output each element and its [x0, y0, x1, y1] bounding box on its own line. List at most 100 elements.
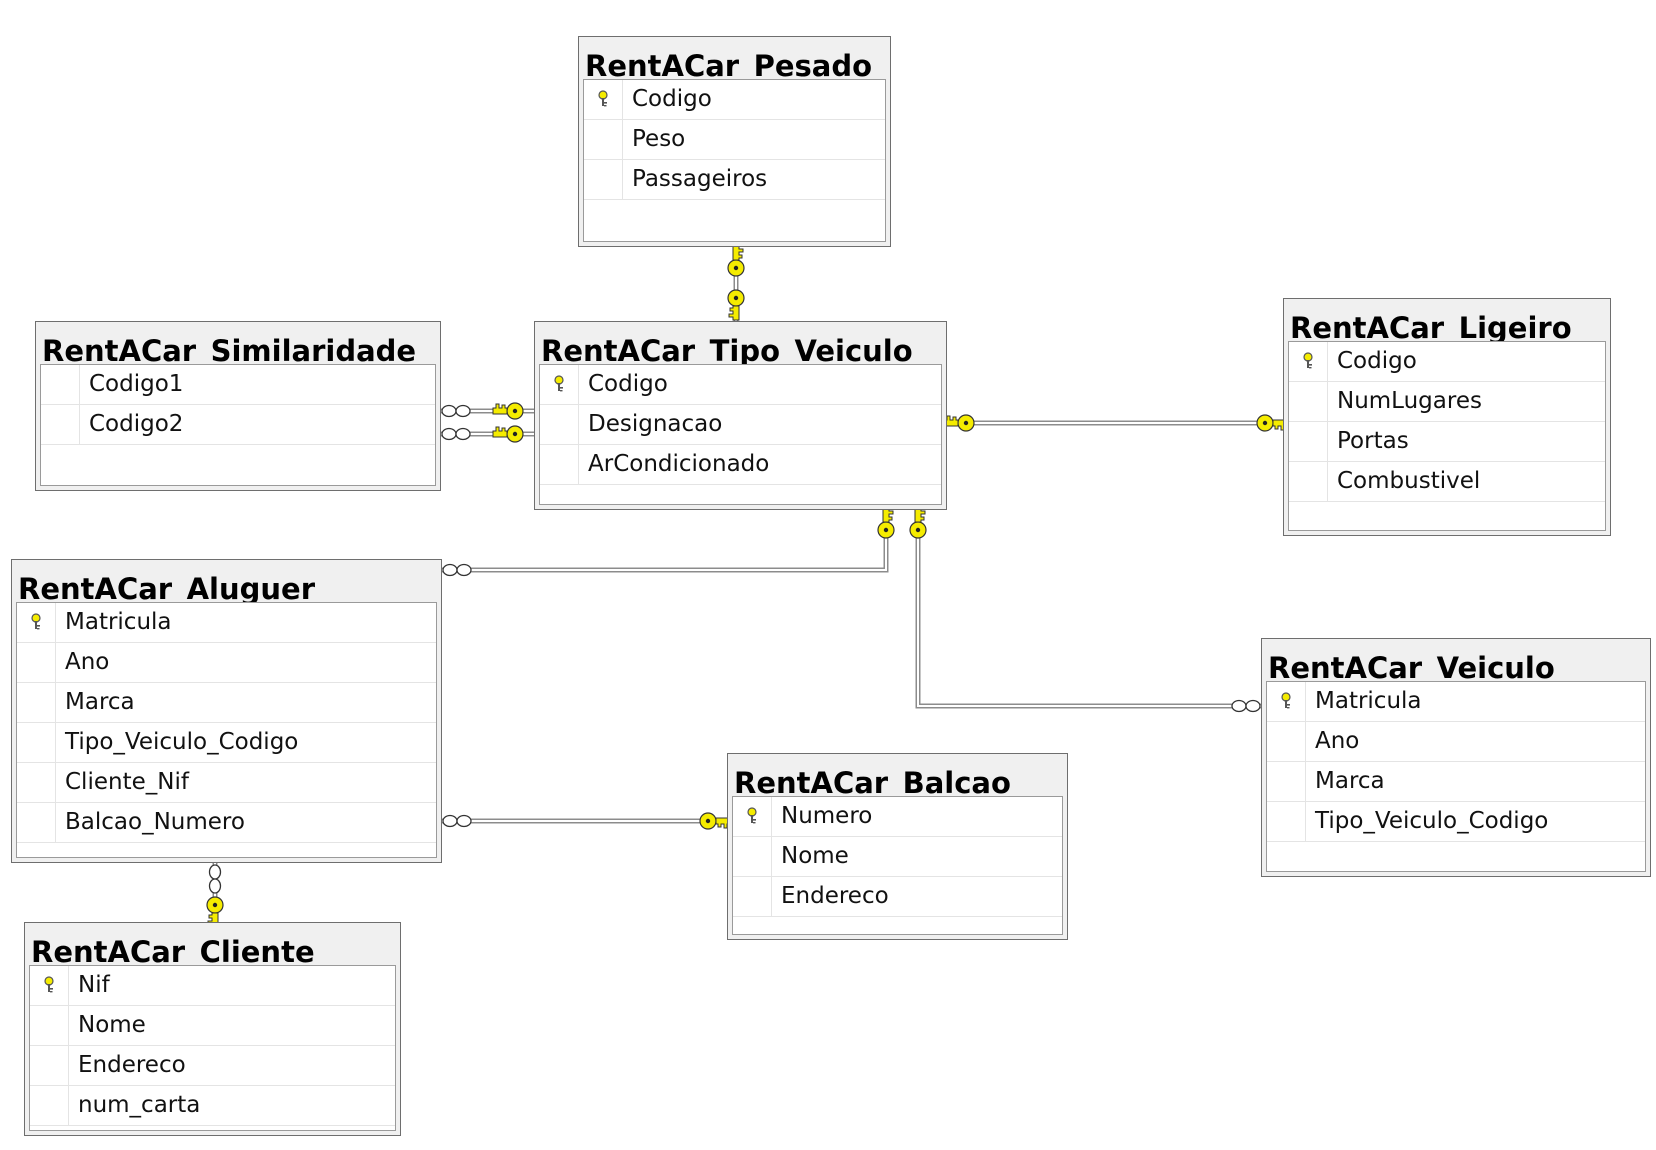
- field-row[interactable]: Designacao: [540, 405, 941, 445]
- field-row[interactable]: Nome: [30, 1006, 395, 1046]
- many-end-icon: [442, 563, 472, 577]
- field-row[interactable]: ArCondicionado: [540, 445, 941, 485]
- field-name: Numero: [781, 803, 873, 829]
- key-cell: [1289, 382, 1328, 421]
- field-name: Nif: [78, 972, 110, 998]
- field-row[interactable]: Tipo_Veiculo_Codigo: [1267, 802, 1645, 842]
- key-cell: [1289, 342, 1328, 381]
- key-cell: [1267, 682, 1306, 721]
- key-cell: [733, 837, 772, 876]
- key-cell: [30, 1046, 69, 1085]
- key-cell: [540, 365, 579, 404]
- primary-key-icon: [31, 613, 41, 630]
- field-row[interactable]: Endereco: [30, 1046, 395, 1086]
- many-end-icon: [1231, 699, 1261, 713]
- field-name: Endereco: [78, 1052, 186, 1078]
- field-name: Ano: [1315, 728, 1360, 754]
- field-row[interactable]: Matricula: [1267, 682, 1645, 722]
- many-end-icon: [208, 864, 222, 894]
- field-row[interactable]: Ano: [1267, 722, 1645, 762]
- field-row[interactable]: Ano: [17, 643, 436, 683]
- field-row[interactable]: Peso: [584, 120, 885, 160]
- field-row[interactable]: Passageiros: [584, 160, 885, 200]
- key-cell: [41, 405, 80, 444]
- field-name: Nome: [781, 843, 849, 869]
- field-row[interactable]: Numero: [733, 797, 1062, 837]
- foreign-key-icon: [909, 507, 927, 539]
- field-name: Tipo_Veiculo_Codigo: [1315, 808, 1549, 834]
- field-name: Cliente_Nif: [65, 769, 189, 795]
- table-title: RentACar_Cliente: [31, 935, 315, 967]
- primary-key-icon: [598, 90, 608, 107]
- field-row[interactable]: Codigo: [584, 80, 885, 120]
- key-cell: [30, 1086, 69, 1125]
- field-name: Designacao: [588, 411, 723, 437]
- field-row[interactable]: Cliente_Nif: [17, 763, 436, 803]
- foreign-key-icon: [492, 425, 524, 443]
- field-name: Nome: [78, 1012, 146, 1038]
- field-name: Passageiros: [632, 166, 768, 192]
- field-row[interactable]: Codigo2: [41, 405, 435, 445]
- field-row[interactable]: Codigo: [540, 365, 941, 405]
- field-name: Matricula: [1315, 688, 1422, 714]
- field-row[interactable]: Portas: [1289, 422, 1605, 462]
- field-row[interactable]: Matricula: [17, 603, 436, 643]
- key-cell: [17, 643, 56, 682]
- table-title: RentACar_Veiculo: [1268, 651, 1555, 683]
- table-title: RentACar_Ligeiro: [1290, 311, 1572, 343]
- field-row[interactable]: num_carta: [30, 1086, 395, 1126]
- field-row[interactable]: Nome: [733, 837, 1062, 877]
- key-cell: [17, 683, 56, 722]
- field-row[interactable]: Combustivel: [1289, 462, 1605, 502]
- foreign-key-icon: [727, 289, 745, 321]
- primary-key-icon: [1303, 352, 1313, 369]
- foreign-key-icon: [699, 812, 731, 830]
- link-aluguer-tipo-inner: [442, 510, 887, 571]
- primary-key-icon: [44, 976, 54, 993]
- link-veiculo-tipo-inner: [917, 510, 1261, 707]
- table-title: RentACar_Similaridade: [42, 334, 417, 366]
- field-row[interactable]: Marca: [1267, 762, 1645, 802]
- field-row[interactable]: Endereco: [733, 877, 1062, 917]
- field-row[interactable]: Codigo: [1289, 342, 1605, 382]
- field-name: Codigo2: [89, 411, 184, 437]
- field-name: NumLugares: [1337, 388, 1482, 414]
- key-cell: [584, 80, 623, 119]
- key-cell: [30, 1006, 69, 1045]
- field-name: Balcao_Numero: [65, 809, 245, 835]
- field-name: Matricula: [65, 609, 172, 635]
- field-row[interactable]: Marca: [17, 683, 436, 723]
- key-cell: [733, 877, 772, 916]
- field-row[interactable]: Nif: [30, 966, 395, 1006]
- table-title: RentACar_Pesado: [585, 49, 873, 81]
- foreign-key-icon: [727, 245, 745, 277]
- field-row[interactable]: Codigo1: [41, 365, 435, 405]
- field-row[interactable]: Balcao_Numero: [17, 803, 436, 843]
- key-cell: [17, 603, 56, 642]
- key-cell: [41, 365, 80, 404]
- field-name: Codigo: [588, 371, 668, 397]
- key-cell: [1267, 762, 1306, 801]
- field-row[interactable]: NumLugares: [1289, 382, 1605, 422]
- field-row[interactable]: Tipo_Veiculo_Codigo: [17, 723, 436, 763]
- key-cell: [17, 803, 56, 842]
- table-title: RentACar_Tipo_Veiculo: [541, 334, 913, 366]
- key-cell: [1267, 722, 1306, 761]
- primary-key-icon: [747, 807, 757, 824]
- field-name: Combustivel: [1337, 468, 1481, 494]
- key-cell: [1289, 462, 1328, 501]
- key-cell: [17, 723, 56, 762]
